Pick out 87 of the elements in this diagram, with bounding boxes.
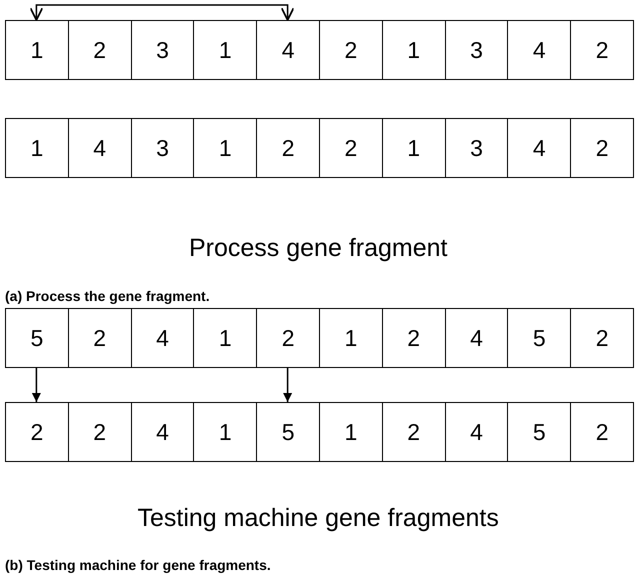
gene-value: 5	[282, 418, 294, 446]
gene-cell	[256, 20, 320, 80]
gene-value: 2	[596, 324, 608, 352]
gene-value: 5	[532, 418, 546, 446]
arrow	[30, 4, 294, 21]
gene-cell	[570, 20, 634, 80]
gene-value: 2	[344, 134, 358, 162]
gene-cell	[130, 118, 194, 178]
gene-value: 1	[218, 134, 232, 162]
gene-cell	[193, 308, 258, 368]
gene-cell	[193, 118, 258, 178]
gene-cell	[570, 402, 634, 462]
gene-value: 1	[344, 418, 358, 446]
gene-value: 2	[93, 36, 106, 64]
gene-value: 4	[470, 324, 483, 352]
gene-cell	[507, 402, 572, 462]
gene-value: 2	[93, 324, 106, 352]
gene-value: 1	[30, 134, 44, 162]
gene-value: 2	[30, 418, 44, 446]
gene-cell	[130, 20, 194, 80]
gene-value: 4	[156, 418, 169, 446]
gene-value: 2	[407, 324, 420, 352]
gene-value: 4	[156, 324, 169, 352]
gene-cell	[319, 308, 383, 368]
gene-value: 2	[407, 418, 420, 446]
gene-cell	[256, 118, 320, 178]
gene-value: 3	[470, 36, 483, 64]
gene-value: 4	[282, 36, 294, 64]
gene-value: 2	[596, 36, 608, 64]
gene-cell	[319, 118, 383, 178]
gene-value: 2	[282, 324, 294, 352]
gene-cell	[5, 118, 69, 178]
gene-value: 3	[156, 36, 169, 64]
gene-cell	[444, 118, 508, 178]
gene-value: 3	[470, 134, 483, 162]
gene-cell	[68, 118, 132, 178]
figure-caption: (a) Process the gene fragment.	[5, 288, 210, 304]
gene-value: 2	[282, 134, 294, 162]
gene-cell	[570, 118, 634, 178]
gene-cell	[5, 402, 69, 462]
gene-value: 1	[218, 36, 232, 64]
gene-cell	[68, 402, 132, 462]
arrow	[32, 368, 41, 402]
gene-cell	[382, 402, 446, 462]
gene-cell	[68, 20, 132, 80]
figure-caption: (b) Testing machine for gene fragments.	[5, 557, 271, 573]
gene-value: 5	[30, 324, 44, 352]
gene-value: 4	[470, 418, 483, 446]
diagram-heading: Process gene fragment	[189, 234, 448, 263]
gene-cell	[130, 402, 194, 462]
gene-value: 1	[407, 36, 420, 64]
gene-cell	[193, 20, 258, 80]
gene-cell	[319, 20, 383, 80]
gene-cell	[444, 308, 508, 368]
diagram-heading: Testing machine gene fragments	[138, 504, 499, 533]
gene-value: 1	[218, 418, 232, 446]
gene-value: 1	[344, 324, 358, 352]
gene-value: 5	[532, 324, 546, 352]
gene-value: 4	[532, 36, 546, 64]
gene-cell	[68, 308, 132, 368]
gene-value: 2	[93, 418, 106, 446]
gene-value: 2	[596, 134, 608, 162]
gene-value: 3	[156, 134, 169, 162]
gene-value: 1	[218, 324, 232, 352]
gene-cell	[193, 402, 258, 462]
gene-cell	[382, 118, 446, 178]
gene-cell	[507, 118, 572, 178]
gene-cell	[382, 308, 446, 368]
gene-value: 2	[344, 36, 358, 64]
gene-value: 1	[30, 36, 44, 64]
arrow	[283, 368, 292, 402]
gene-cell	[444, 402, 508, 462]
gene-cell	[256, 308, 320, 368]
gene-cell	[570, 308, 634, 368]
gene-cell	[5, 20, 69, 80]
gene-cell	[507, 308, 572, 368]
gene-cell	[507, 20, 572, 80]
gene-cell	[5, 308, 69, 368]
gene-value: 2	[596, 418, 608, 446]
gene-value: 1	[407, 134, 420, 162]
gene-cell	[382, 20, 446, 80]
gene-cell	[256, 402, 320, 462]
gene-cell	[444, 20, 508, 80]
gene-cell	[319, 402, 383, 462]
gene-cell	[130, 308, 194, 368]
gene-value: 4	[93, 134, 106, 162]
gene-value: 4	[532, 134, 546, 162]
